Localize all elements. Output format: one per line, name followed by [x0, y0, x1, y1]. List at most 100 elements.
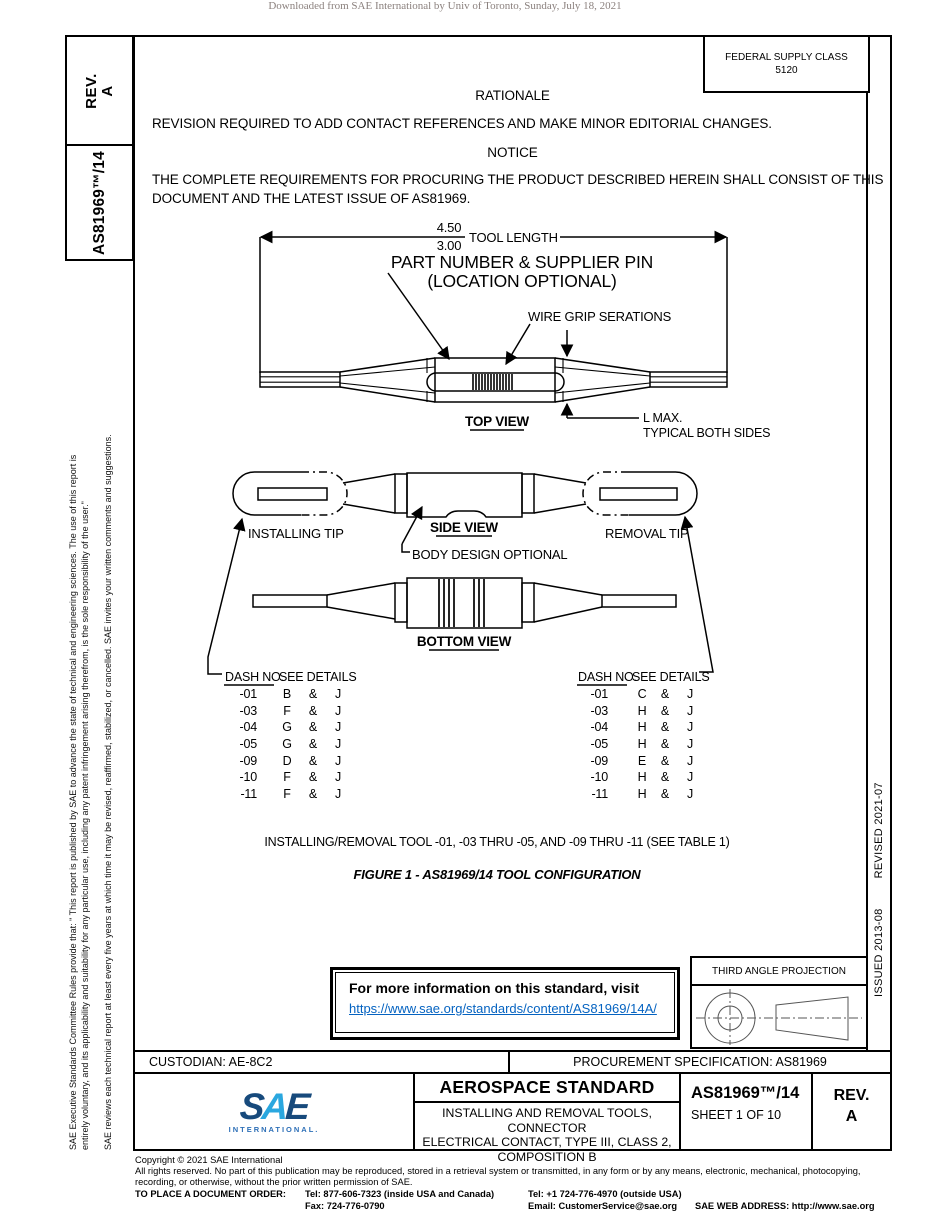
table-cell: J — [335, 754, 341, 768]
table-cell: & — [661, 737, 670, 751]
table-cell: J — [335, 737, 341, 751]
top-view-label: TOP VIEW — [465, 414, 529, 429]
legal-text-line-2: entirely voluntary, and its applicabilit… — [80, 501, 90, 1150]
table-cell: & — [309, 704, 318, 718]
table-cell: & — [309, 687, 318, 701]
standard-subtitle-line-1: INSTALLING AND REMOVAL TOOLS, CONNECTOR — [442, 1106, 652, 1135]
rev-value: A — [98, 84, 116, 97]
right-table-header-details: SEE DETAILS — [632, 670, 709, 684]
body-design-label: BODY DESIGN OPTIONAL — [412, 547, 567, 562]
part-pin-label-2: (LOCATION OPTIONAL) — [427, 271, 616, 291]
notice-text-line-1: THE COMPLETE REQUIREMENTS FOR PROCURING … — [152, 172, 884, 187]
table-cell: H — [638, 737, 647, 751]
legal-text-line-1: SAE Executive Standards Committee Rules … — [68, 454, 78, 1150]
table-cell: & — [661, 720, 670, 734]
table-cell: B — [283, 687, 291, 701]
table-cell: G — [282, 720, 292, 734]
table-cell: -03 — [240, 704, 258, 718]
side-view-label: SIDE VIEW — [430, 520, 498, 535]
sheet-number: SHEET 1 OF 10 — [691, 1108, 782, 1122]
table-cell: J — [335, 787, 341, 801]
table-cell: F — [283, 704, 291, 718]
table-cell: & — [661, 787, 670, 801]
federal-supply-class-box: FEDERAL SUPPLY CLASS 5120 — [703, 35, 870, 93]
table-cell: -11 — [591, 787, 608, 801]
sae-logo-e: E — [284, 1085, 310, 1127]
table-cell: H — [638, 720, 647, 734]
table-cell: J — [687, 704, 693, 718]
table-cell: J — [687, 687, 693, 701]
figure-1-tool-drawing: 4.50 3.00 TOOL LENGTH PART NUMBER & SUPP… — [207, 220, 770, 882]
order-label: TO PLACE A DOCUMENT ORDER: — [135, 1189, 286, 1199]
rights-line-1: All rights reserved. No part of this pub… — [135, 1166, 861, 1176]
title-block-center: AEROSPACE STANDARD INSTALLING AND REMOVA… — [415, 1074, 681, 1164]
title-block: SAE INTERNATIONAL. AEROSPACE STANDARD IN… — [133, 1072, 892, 1164]
revision-label: REV. — [833, 1087, 870, 1104]
tel-inside: Tel: 877-606-7323 (inside USA and Canada… — [305, 1189, 495, 1199]
document-number: AS81969™/14 — [691, 1084, 800, 1102]
table-cell: J — [335, 720, 341, 734]
table-cell: & — [661, 704, 670, 718]
table-cell: J — [687, 720, 693, 734]
table-cell: -01 — [240, 687, 258, 701]
bottom-view-label: BOTTOM VIEW — [417, 634, 512, 649]
doc-number-vertical: AS81969™/14 — [90, 150, 108, 255]
table-cell: -05 — [591, 737, 609, 751]
right-column-divider — [866, 35, 868, 1050]
table-cell: J — [687, 754, 693, 768]
more-info-text: For more information on this standard, v… — [349, 980, 640, 996]
procurement-cell: PROCUREMENT SPECIFICATION: AS81969 — [573, 1055, 827, 1069]
figure-labels: 4.50 3.00 TOOL LENGTH PART NUMBER & SUPP… — [225, 220, 770, 882]
table-cell: J — [687, 737, 693, 751]
doc-number-box: AS81969™/14 — [65, 144, 134, 261]
web-address-line: SAE WEB ADDRESS: http://www.sae.org — [695, 1201, 875, 1211]
top-view-drawing — [259, 230, 728, 431]
tool-length-label: TOOL LENGTH — [469, 230, 558, 245]
table-cell: -10 — [591, 770, 609, 784]
table-cell: J — [687, 770, 693, 784]
custodian-row: CUSTODIAN: AE-8C2 PROCUREMENT SPECIFICAT… — [133, 1050, 892, 1074]
table-cell: J — [335, 687, 341, 701]
table-cell: -01 — [591, 687, 609, 701]
more-info-inner: For more information on this standard, v… — [335, 972, 675, 1033]
copyright-line: Copyright © 2021 SAE International — [135, 1155, 283, 1165]
standard-subtitle-line-2: ELECTRICAL CONTACT, TYPE III, CLASS 2, — [422, 1135, 672, 1149]
table-cell: -04 — [591, 720, 609, 734]
rationale-heading: RATIONALE — [475, 88, 550, 103]
installing-tip-label: INSTALLING TIP — [248, 526, 344, 541]
standard-url-link[interactable]: https://www.sae.org/standards/content/AS… — [349, 1001, 657, 1016]
table-cell: F — [283, 770, 291, 784]
notice-heading: NOTICE — [487, 145, 538, 160]
table-cell: G — [282, 737, 292, 751]
table-cell: -10 — [240, 770, 258, 784]
aerospace-standard-heading: AEROSPACE STANDARD — [415, 1074, 679, 1103]
table-cell: J — [687, 787, 693, 801]
table-cell: J — [335, 704, 341, 718]
table-cell: F — [283, 787, 291, 801]
wire-grip-serrations-hatch — [472, 374, 513, 390]
legal-text-line-3: SAE reviews each technical report at lea… — [103, 434, 113, 1150]
table-cell: H — [638, 787, 647, 801]
custodian-cell: CUSTODIAN: AE-8C2 — [135, 1052, 510, 1072]
more-info-box: For more information on this standard, v… — [330, 967, 680, 1040]
bottom-view-drawing — [252, 577, 677, 651]
part-pin-label-1: PART NUMBER & SUPPLIER PIN — [391, 252, 653, 272]
table-cell: -05 — [240, 737, 258, 751]
table-cell: -04 — [240, 720, 258, 734]
left-table-header-dash: DASH NO. — [225, 670, 284, 684]
sae-logo-subtext: INTERNATIONAL. — [228, 1124, 320, 1134]
sae-logo-letters: SAE — [239, 1086, 309, 1127]
typical-both-sides-label: TYPICAL BOTH SIDES — [643, 426, 770, 440]
third-angle-projection-symbol — [696, 989, 862, 1045]
standard-subtitle-line-3: COMPOSITION B — [497, 1149, 597, 1164]
rationale-text: REVISION REQUIRED TO ADD CONTACT REFEREN… — [152, 116, 772, 131]
table-cell: & — [661, 770, 670, 784]
table-cell: D — [283, 754, 292, 768]
rev-label: REV. — [82, 72, 100, 109]
figure-caption: INSTALLING/REMOVAL TOOL -01, -03 THRU -0… — [264, 835, 729, 849]
revision-cell: REV. A — [813, 1074, 890, 1149]
wire-grip-label: WIRE GRIP SERATIONS — [528, 309, 672, 324]
